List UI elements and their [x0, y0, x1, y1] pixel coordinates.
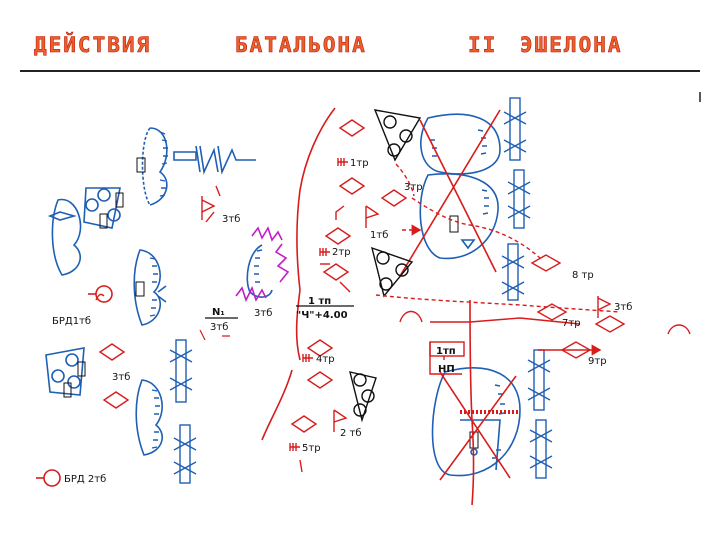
enemy-position-left-5 [136, 380, 162, 455]
magenta-wire [236, 228, 288, 300]
enemy-position-left-3 [134, 250, 166, 325]
title-word-4: ЭШЕЛОНА [520, 33, 623, 57]
company-triangle-low [350, 372, 376, 420]
label-n1: N₁ [212, 307, 225, 318]
label-5tr: 5тр [302, 443, 321, 454]
label-1tr: 1тр [350, 158, 369, 169]
label-brd1: БРД1тб [52, 316, 91, 327]
title-word-3: II [468, 33, 497, 57]
label-3tr: 3тр [404, 182, 423, 193]
label-np-top: 1тп [436, 346, 456, 357]
destroyed-mark-bottom [440, 372, 520, 480]
label-9tr: 9тр [588, 356, 607, 367]
destroyed-mark-top [400, 110, 500, 276]
company-triangle-top [375, 110, 420, 160]
label-8tr: 8 тр [572, 270, 594, 281]
label-np: НП [438, 364, 455, 375]
tactical-scheme: 1тр 3тр 3тб 1тб 2тр 8 тр 3тб 7тр 9тр БРД… [0, 76, 720, 540]
title-bar: ДЕЙСТВИЯ БАТАЛЬОНА II ЭШЕЛОНА [20, 24, 700, 72]
label-3tb-left: 3тб [112, 372, 130, 383]
enemy-position-right-2 [433, 368, 521, 476]
label-3tb-a: 3тб [222, 214, 240, 225]
company-triangle-mid [372, 248, 412, 296]
label-2tb: 2 тб [340, 428, 362, 439]
label-1mp-sub: "Ч"+4.00 [296, 310, 348, 321]
title-word-1: ДЕЙСТВИЯ [34, 32, 151, 57]
label-4tr: 4тр [316, 354, 335, 365]
river-line [400, 92, 700, 334]
enemy-position-left-4 [46, 348, 85, 397]
enemy-obstacle [174, 146, 256, 172]
label-7tr: 7тр [562, 318, 581, 329]
obstacle-column [170, 98, 552, 483]
label-1mp: 1 тп [308, 296, 331, 307]
label-3tb-right: 3тб [614, 302, 632, 313]
enemy-position-left-1 [137, 128, 168, 205]
label-n1-sub: 3тб [210, 322, 228, 333]
enemy-position-left-2 [50, 188, 123, 275]
enemy-position-right-1 [420, 114, 500, 258]
title-word-2: БАТАЛЬОНА [235, 33, 367, 57]
label-1tb: 1тб [370, 230, 388, 241]
label-2tr: 2тр [332, 247, 351, 258]
label-3tb-mid: 3тб [254, 308, 272, 319]
front-line-left [262, 108, 335, 440]
label-brd2: БРД 2тб [64, 474, 106, 485]
